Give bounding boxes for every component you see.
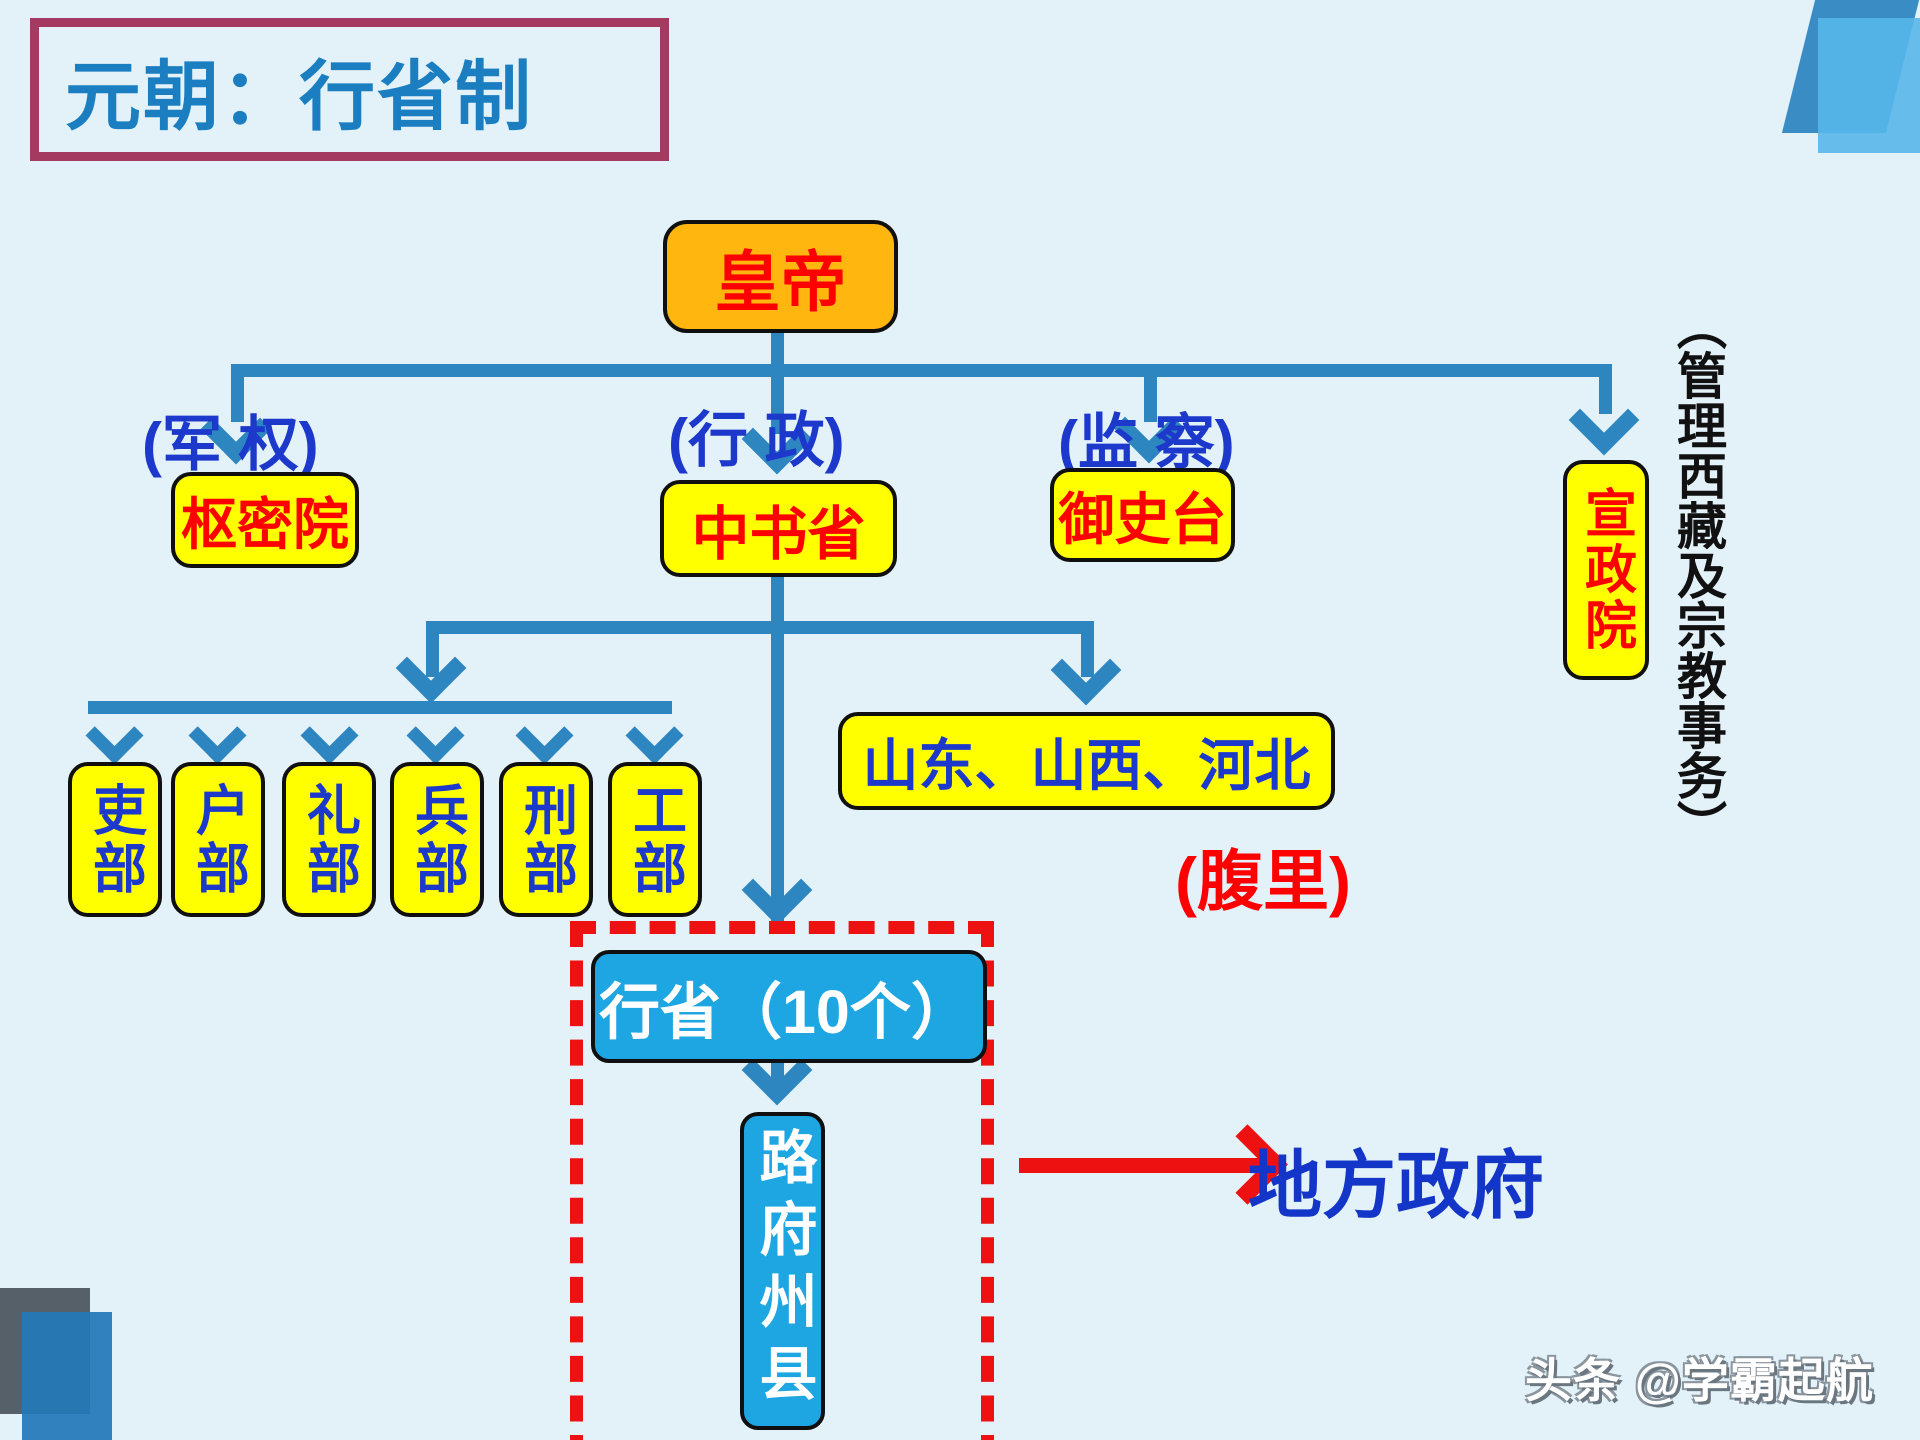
arrowhead-ministry-5 (515, 706, 574, 765)
connector-fuli-drop (1081, 621, 1094, 677)
connector-military-stem (231, 364, 244, 422)
arrowhead-ministries-bus (395, 632, 467, 704)
node-ministry-revenue-label: 户部 (187, 781, 248, 898)
arrowhead-ministry-4 (406, 706, 465, 765)
node-local-units: 路府州县 (740, 1112, 825, 1430)
side-note-tibet: （管理西藏及宗教事务） (1670, 300, 1726, 850)
arrowhead-xingsheng (741, 854, 813, 926)
node-ministry-war-label: 兵部 (406, 781, 467, 898)
node-censorate-label: 御史台 (1058, 487, 1227, 551)
connector-admin-stem (771, 364, 784, 434)
watermark: 头条 @学霸起航 (1525, 1354, 1874, 1407)
node-secretariat: 中书省 (660, 480, 897, 577)
node-ministry-revenue: 户部 (171, 762, 265, 917)
node-xingsheng-label: 行省（10个） (599, 978, 972, 1046)
node-ministry-war: 兵部 (390, 762, 484, 917)
deco-parallelogram-light (1818, 18, 1920, 153)
node-ministry-justice-label: 刑部 (515, 781, 576, 898)
connector-branch-horizontal (426, 621, 1094, 634)
node-fuli-region-label: 山东、山西、河北 (862, 733, 1311, 797)
node-ministry-rites: 礼部 (282, 762, 376, 917)
node-emperor-label: 皇帝 (714, 244, 847, 319)
arrowhead-ministry-6 (625, 706, 684, 765)
label-fuli: (腹里) (1175, 844, 1351, 918)
node-ministry-justice: 刑部 (499, 762, 593, 917)
node-ministry-rites-label: 礼部 (298, 781, 359, 898)
connector-supervision-stem (1144, 364, 1157, 422)
page-title: 元朝：行省制 (30, 18, 669, 161)
connector-emperor-stem (771, 331, 784, 373)
node-xuanzheng-yuan-label: 宣政院 (1576, 486, 1635, 654)
node-ministry-personnel: 吏部 (68, 762, 162, 917)
arrowhead-ministry-3 (300, 706, 359, 765)
node-ministry-works: 工部 (608, 762, 702, 917)
connector-ministries-drop (426, 621, 439, 677)
label-supervision: (监 察) (1058, 409, 1235, 476)
node-censorate: 御史台 (1050, 468, 1235, 562)
node-ministry-personnel-label: 吏部 (84, 781, 145, 898)
deco-square-blue (22, 1312, 112, 1440)
node-secretariat-label: 中书省 (691, 501, 866, 567)
node-privy-council: 枢密院 (171, 472, 359, 568)
node-ministry-works-label: 工部 (624, 781, 685, 898)
arrowhead-fuli (1050, 634, 1122, 706)
arrowhead-ministry-1 (85, 706, 144, 765)
node-emperor: 皇帝 (663, 220, 898, 333)
node-fuli-region: 山东、山西、河北 (838, 712, 1335, 810)
connector-bus-top (231, 364, 1612, 377)
label-administration: (行 政) (668, 407, 845, 474)
arrowhead-ministry-2 (188, 706, 247, 765)
node-privy-council-label: 枢密院 (181, 492, 349, 556)
node-xuanzheng-yuan: 宣政院 (1563, 460, 1649, 680)
label-local-government: 地方政府 (1248, 1144, 1544, 1227)
red-arrow-stem (1019, 1158, 1262, 1173)
label-military-power: (军 权) (142, 411, 319, 478)
page-title-text: 元朝：行省制 (65, 54, 533, 140)
node-local-units-label: 路府州县 (750, 1127, 816, 1415)
connector-xingsheng-stem (771, 1063, 784, 1095)
connector-xuanzheng-stem (1599, 364, 1612, 414)
node-xingsheng: 行省（10个） (591, 950, 987, 1063)
arrowhead-xuanzheng (1568, 384, 1640, 456)
connector-ministries-bus (88, 701, 672, 714)
connector-secretariat-stem (771, 577, 784, 929)
